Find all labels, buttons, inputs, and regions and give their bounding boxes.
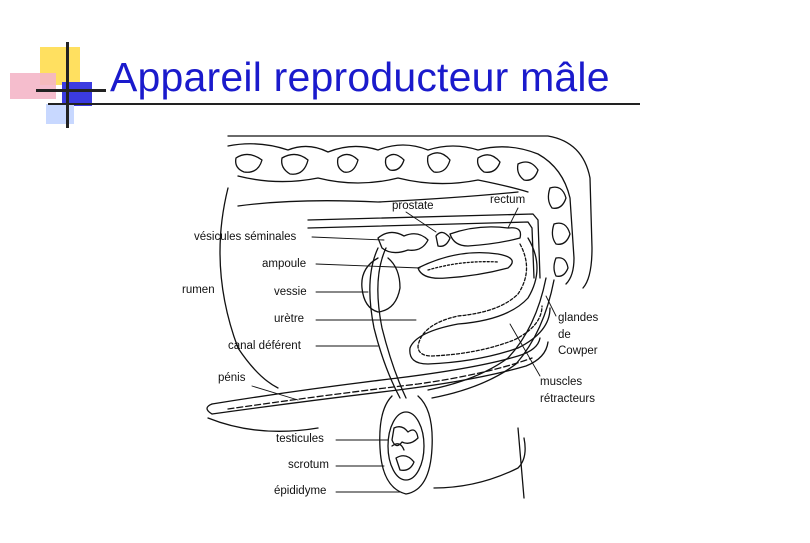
label-muscles-2: rétracteurs	[540, 393, 595, 405]
label-muscles-1: muscles	[540, 376, 582, 388]
scrotum-outline	[380, 396, 432, 494]
label-scrotum: scrotum	[288, 459, 329, 471]
title-underline	[48, 103, 640, 105]
label-epididyme: épididyme	[274, 485, 326, 497]
deco-pink-square	[10, 73, 56, 99]
seminal-vesicles	[378, 227, 521, 253]
label-vessie: vessie	[274, 286, 307, 298]
deco-vertical-line	[66, 42, 69, 128]
deco-horizontal-line	[36, 89, 106, 92]
label-rumen: rumen	[182, 284, 215, 296]
deco-lightblue-square	[46, 104, 74, 124]
slide-title: Appareil reproducteur mâle	[110, 54, 610, 101]
anatomy-drawing	[178, 128, 608, 538]
label-rectum: rectum	[490, 194, 525, 206]
label-prostate: prostate	[392, 200, 434, 212]
label-glandes-2: de	[558, 329, 571, 341]
ampoule-outline	[418, 253, 512, 279]
label-glandes-1: glandes	[558, 312, 598, 324]
label-ampoule: ampoule	[262, 258, 306, 270]
label-glandes-3: Cowper	[558, 345, 598, 357]
label-uretre: urètre	[274, 313, 304, 325]
vas-deferens	[370, 248, 406, 398]
urethra-outline	[410, 238, 550, 364]
label-vesicules: vésicules séminales	[194, 231, 296, 243]
anatomy-figure: prostate rectum vésicules séminales ampo…	[178, 128, 608, 538]
label-canal: canal déférent	[228, 340, 301, 352]
label-testicules: testicules	[276, 433, 324, 445]
label-penis: pénis	[218, 372, 246, 384]
